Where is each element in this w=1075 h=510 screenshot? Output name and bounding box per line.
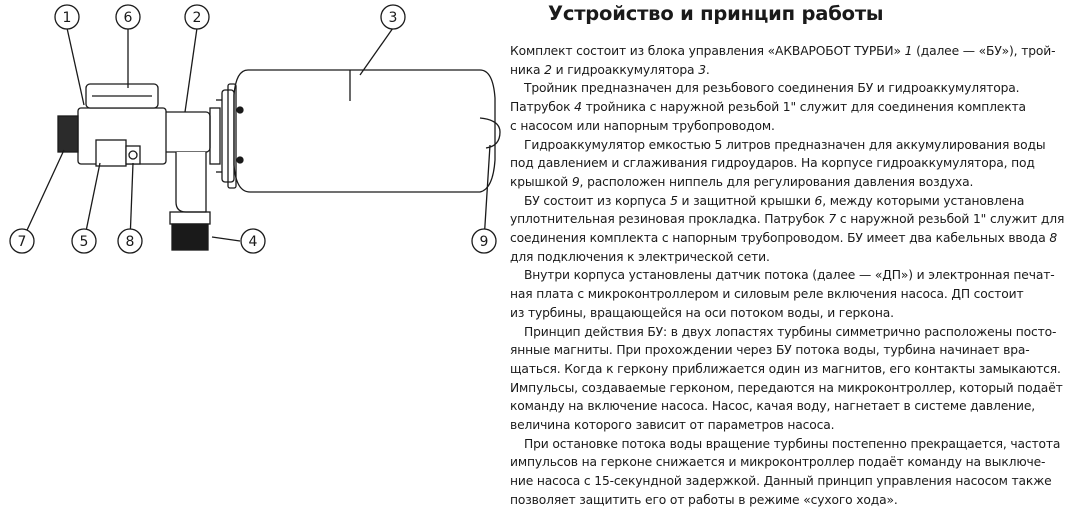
text-line: При остановке потока воды вращение турби… <box>524 436 1061 451</box>
text-line: величина которого зависит от параметров … <box>510 418 835 433</box>
text-line: позволяет защитить его от работы в режим… <box>510 492 898 507</box>
paragraph: Комплект состоит из блока управления «АК… <box>510 42 1075 79</box>
text-line: соединения комплекта с напорным трубопро… <box>510 231 1058 246</box>
paragraph: Гидроаккумулятор емкостью 5 литров предн… <box>510 136 1075 192</box>
part-reference: 6 <box>814 193 823 208</box>
part-reference: 1 <box>904 44 913 58</box>
text-line: ника 2 и гидроаккумулятора 3. <box>510 62 710 77</box>
callout-4: 4 <box>249 234 258 250</box>
text-line: с насосом или напорным трубопроводом. <box>510 118 775 133</box>
callout-9: 9 <box>480 234 489 250</box>
paragraph: БУ состоит из корпуса 5 и защитной крышк… <box>510 192 1075 267</box>
text-line: ная плата с микроконтроллером и силовым … <box>510 287 1024 302</box>
callout-8: 8 <box>126 234 135 250</box>
callout-7: 7 <box>18 234 27 250</box>
accumulator-tank <box>216 69 501 193</box>
text-line: крышкой 9, расположен ниппель для регули… <box>510 174 974 189</box>
text-line: ние насоса с 15-секундной задержкой. Дан… <box>510 474 1052 489</box>
text-line: под давлением и сглаживания гидроударов.… <box>510 156 1035 171</box>
callout-5: 5 <box>80 234 89 250</box>
part-reference: 2 <box>544 62 552 77</box>
paragraph: Принцип действия БУ: в двух лопастях тур… <box>510 323 1075 435</box>
text-line: щаться. Когда к геркону приближается оди… <box>510 361 1061 376</box>
part-reference: 7 <box>828 212 837 227</box>
callout-3: 3 <box>389 10 398 26</box>
text-line: БУ состоит из корпуса 5 и защитной крышк… <box>524 193 1025 208</box>
paragraph: Внутри корпуса установлены датчик потока… <box>510 266 1075 322</box>
text-line: уплотнительная резиновая прокладка. Патр… <box>510 212 1065 227</box>
text-line: Патрубок 4 тройника с наружной резьбой 1… <box>510 100 1026 115</box>
callout-2: 2 <box>193 10 202 26</box>
text-line: Принцип действия БУ: в двух лопастях тур… <box>524 324 1057 339</box>
part-reference: 9 <box>571 174 580 189</box>
part-reference: 5 <box>670 193 678 208</box>
callout-6: 6 <box>124 10 133 26</box>
device-diagram: 1 6 2 3 4 7 5 8 9 <box>9 4 501 254</box>
callout-1: 1 <box>63 10 72 26</box>
tee-body <box>159 107 221 251</box>
text-line: Внутри корпуса установлены датчик потока… <box>524 268 1055 283</box>
paragraph: Тройник предназначен для резьбового соед… <box>510 79 1075 135</box>
description-text: Комплект состоит из блока управления «АК… <box>510 42 1075 510</box>
control-unit <box>57 83 167 167</box>
text-line: для подключения к электрической сети. <box>510 249 770 264</box>
part-reference: 3 <box>698 62 706 77</box>
part-reference: 4 <box>574 100 582 115</box>
part-reference: 8 <box>1049 231 1058 246</box>
text-line: Тройник предназначен для резьбового соед… <box>524 81 1020 96</box>
text-line: Гидроаккумулятор емкостью 5 литров предн… <box>524 137 1046 152</box>
text-line: из турбины, вращающейся на оси потоком в… <box>510 305 894 320</box>
text-line: импульсов на герконе снижается и микроко… <box>510 455 1046 470</box>
paragraph: При остановке потока воды вращение турби… <box>510 435 1075 510</box>
page-title: Устройство и принцип работы <box>548 2 884 25</box>
text-line: команду на включение насоса. Насос, кача… <box>510 399 1036 414</box>
text-line: янные магниты. При прохождении через БУ … <box>510 343 1030 358</box>
text-line: Комплект состоит из блока управления «АК… <box>510 44 1056 58</box>
text-line: Импульсы, создаваемые герконом, передают… <box>510 380 1063 395</box>
